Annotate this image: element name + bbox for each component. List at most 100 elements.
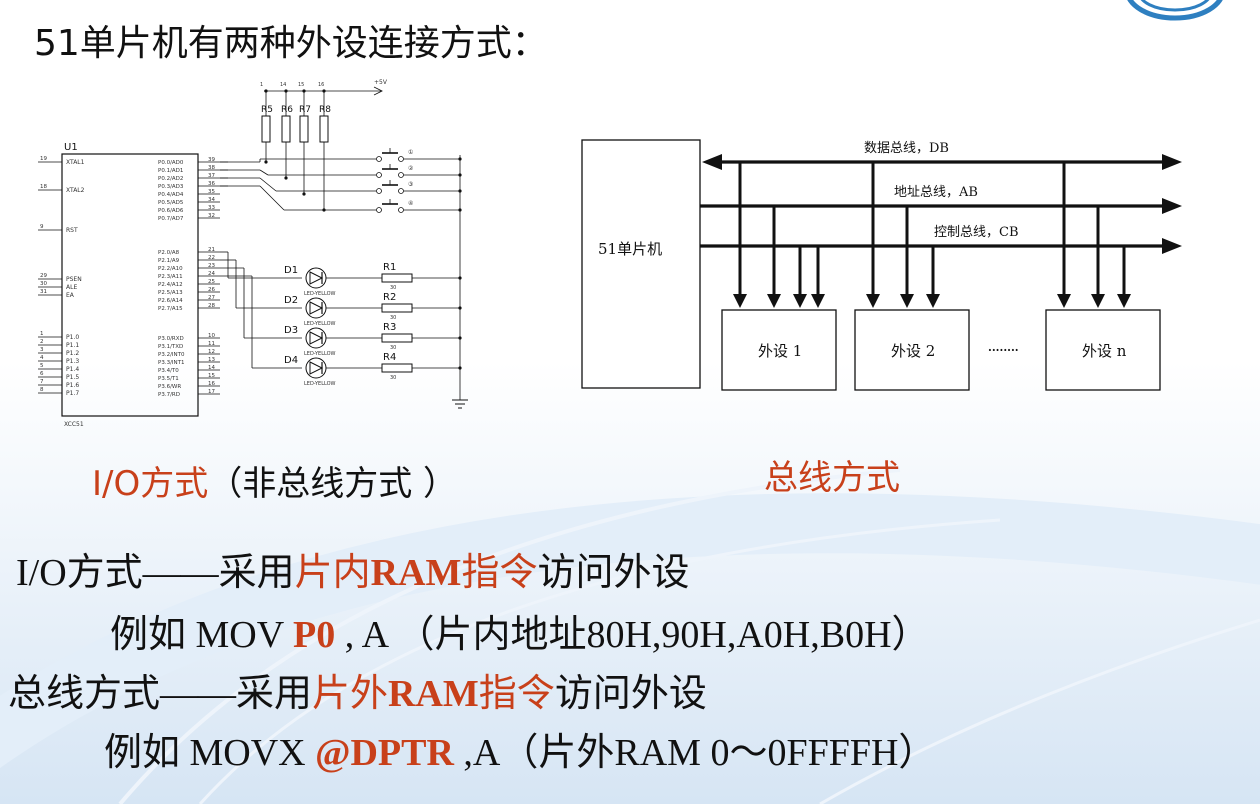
switch-label: ③ — [408, 181, 413, 188]
left-pin-number: 31 — [40, 289, 47, 295]
pullup-label: R8 — [319, 105, 331, 115]
switch-contact — [376, 172, 382, 178]
pullup-top-label: 16 — [318, 82, 324, 88]
led-type: LED-YELLOW — [304, 291, 336, 297]
line1-text: I/O方式——采用 — [16, 552, 295, 594]
right-pin-label: P3.0/RXD — [158, 336, 184, 342]
right-pin-label: P2.6/A14 — [158, 298, 183, 304]
line-io-method: I/O方式——采用片内RAM指令访问外设 — [16, 541, 689, 596]
device-box — [1045, 309, 1161, 391]
junction-dot — [264, 160, 268, 164]
right-pin-label: P3.3/INT1 — [158, 360, 185, 366]
bus-drop-arrow — [767, 294, 781, 308]
logo-icon — [1127, 0, 1223, 21]
bus-label: 地址总线，AB — [894, 185, 978, 200]
right-pin-number: 23 — [208, 263, 215, 269]
resistor-body — [381, 273, 413, 283]
switch-contact — [376, 156, 382, 162]
device-label: 外设 2 — [891, 342, 935, 360]
right-pin-label: P0.0/AD0 — [158, 160, 184, 166]
port-wire — [259, 185, 285, 211]
right-pin-label: P3.2/INT0 — [158, 352, 185, 358]
bus-label: 控制总线，CB — [934, 225, 1019, 240]
right-pin-label: P3.7/RD — [158, 392, 180, 398]
left-pin-label: PSEN — [66, 276, 82, 283]
resistor-label: R1 — [383, 262, 396, 273]
left-pin-number: 3 — [40, 347, 44, 353]
bus-arrow-right — [1162, 198, 1182, 214]
resistor-label: R2 — [383, 292, 396, 303]
slide-title: 51单片机有两种外设连接方式： — [34, 23, 548, 64]
bus-arrow-right — [1162, 154, 1182, 170]
resistor-body — [381, 363, 413, 373]
junction-dot — [302, 192, 306, 196]
right-pin-label: P2.2/A10 — [158, 266, 183, 272]
chip-right-pins: 39P0.0/AD038P0.1/AD137P0.2/AD236P0.3/AD3… — [158, 157, 220, 398]
device-label: 外设 1 — [758, 342, 802, 360]
right-pin-number: 28 — [208, 303, 215, 309]
left-pin-label: P1.6 — [66, 382, 79, 389]
right-pin-number: 39 — [208, 157, 215, 163]
right-pin-label: P3.5/T1 — [158, 376, 179, 382]
resistor-value: 30 — [390, 345, 396, 351]
right-pin-label: P0.2/AD2 — [158, 176, 183, 182]
switch-label: ① — [408, 149, 413, 156]
right-pin-label: P2.4/A12 — [158, 282, 183, 288]
bus-arrow-left — [702, 154, 722, 170]
left-pin-label: P1.0 — [66, 334, 79, 341]
chip-name: U1 — [64, 142, 78, 153]
bus-drop-arrow — [1057, 294, 1071, 308]
io-caption-suffix: （非总线方式 ） — [208, 464, 458, 504]
pullup-resistor-body — [261, 115, 271, 143]
right-pin-label: P0.4/AD4 — [158, 192, 184, 198]
resistor-body — [381, 333, 413, 343]
switch-contact — [376, 188, 382, 194]
line4-tail: ,A（片外RAM 0～0FFFFH） — [453, 732, 937, 774]
ground-icon — [452, 399, 468, 409]
bus-drop-arrow — [1091, 294, 1105, 308]
right-pin-number: 36 — [208, 181, 215, 187]
bus-drop-arrow — [900, 294, 914, 308]
device-ellipsis: ········ — [988, 344, 1019, 357]
right-pin-label: P2.1/A9 — [158, 258, 180, 264]
right-pin-number: 37 — [208, 173, 215, 179]
line4-text: 例如 MOVX — [104, 732, 316, 774]
switch-label: ④ — [408, 200, 413, 207]
right-pin-number: 16 — [208, 381, 215, 387]
bus-drop-arrow — [1117, 294, 1131, 308]
pullup-resistor-body — [281, 115, 291, 143]
left-pin-label: XTAL2 — [66, 187, 85, 194]
peripheral-devices: 外设 1 外设 2 外设 n — [721, 162, 1161, 391]
left-pin-label: P1.5 — [66, 374, 79, 381]
pullup-label: R7 — [299, 105, 311, 115]
right-pin-label: P2.7/A15 — [158, 306, 183, 312]
left-pin-label: XTAL1 — [66, 159, 85, 166]
right-pin-number: 33 — [208, 205, 215, 211]
resistor-value: 30 — [390, 315, 396, 321]
bus-drop-arrow — [793, 294, 807, 308]
right-pin-number: 21 — [208, 247, 215, 253]
left-pin-label: RST — [66, 227, 78, 234]
device-label: 外设 n — [1082, 342, 1127, 360]
right-pin-label: P2.5/A13 — [158, 290, 183, 296]
left-pin-label: ALE — [66, 284, 77, 291]
right-pin-label: P0.7/AD7 — [158, 216, 184, 222]
line2-tail: , A （片内地址80H,90H,A0H,B0H） — [335, 614, 930, 656]
switch-contact — [398, 188, 404, 194]
left-pin-number: 9 — [40, 224, 44, 230]
led-label: D1 — [284, 265, 298, 276]
right-pin-label: P0.5/AD5 — [158, 200, 184, 206]
io-caption-prefix: I/O方式 — [92, 464, 209, 504]
mcu-label: 51单片机 — [598, 240, 662, 258]
right-pin-number: 13 — [208, 357, 215, 363]
line1-instr: 指令 — [461, 552, 538, 594]
line-bus-method: 总线方式——采用片外RAM指令访问外设 — [8, 662, 707, 717]
right-pin-label: P2.3/A11 — [158, 274, 183, 280]
switch-contact — [398, 172, 404, 178]
line-bus-example: 例如 MOVX @DPTR ,A（片外RAM 0～0FFFFH） — [104, 721, 936, 776]
right-pin-number: 24 — [208, 271, 215, 277]
